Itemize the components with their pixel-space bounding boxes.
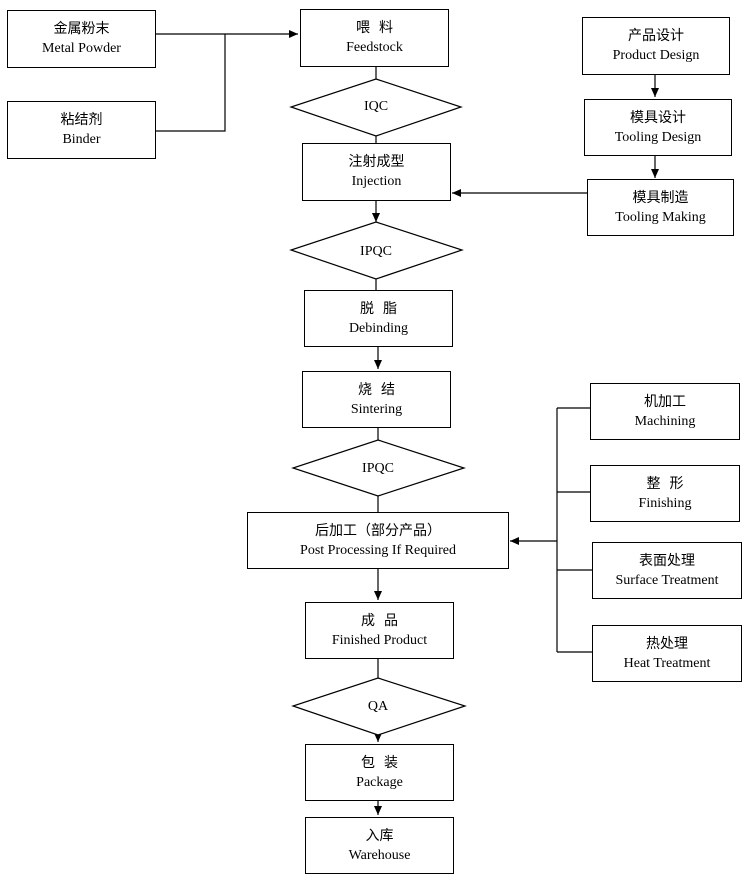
finishing-en: Finishing xyxy=(638,495,692,511)
package-box: 包 装 Package xyxy=(305,744,454,801)
tooling-making-en: Tooling Making xyxy=(615,209,706,225)
product-design-en: Product Design xyxy=(612,48,700,63)
metal-powder-box: 金属粉末 Metal Powder xyxy=(7,10,156,68)
tooling-making-box: 模具制造 Tooling Making xyxy=(587,179,734,236)
debinding-box: 脱 脂 Debinding xyxy=(304,290,453,347)
finished-product-en: Finished Product xyxy=(331,632,428,648)
binder-zh: 粘结剂 xyxy=(60,112,103,128)
injection-box: 注射成型 Injection xyxy=(302,143,451,201)
surface-treatment-box: 表面处理 Surface Treatment xyxy=(592,542,742,599)
sintering-en: Sintering xyxy=(350,401,403,417)
debinding-zh: 脱 脂 xyxy=(360,300,397,317)
debinding-en: Debinding xyxy=(348,320,409,336)
injection-zh: 注射成型 xyxy=(348,154,405,170)
finished-product-zh: 成 品 xyxy=(361,612,398,629)
finishing-zh: 整 形 xyxy=(646,475,684,492)
warehouse-en: Warehouse xyxy=(348,847,411,863)
binder-en: Binder xyxy=(62,132,101,147)
surface-treatment-en: Surface Treatment xyxy=(615,572,719,588)
injection-en: Injection xyxy=(351,174,402,189)
binder-connector xyxy=(156,34,226,132)
sintering-zh: 烧 结 xyxy=(358,381,395,398)
tooling-making-zh: 模具制造 xyxy=(632,189,689,206)
ipqc-diamond-1 xyxy=(289,221,464,280)
machining-box: 机加工 Machining xyxy=(590,383,740,440)
tooling-design-en: Tooling Design xyxy=(614,129,702,145)
post-processing-zh: 后加工（部分产品） xyxy=(315,522,441,539)
ipqc-label-2: IPQC xyxy=(362,461,394,476)
package-en: Package xyxy=(356,774,403,790)
binder-box: 粘结剂 Binder xyxy=(7,101,156,159)
package-zh: 包 装 xyxy=(361,754,398,771)
machining-zh: 机加工 xyxy=(644,393,686,410)
sintering-box: 烧 结 Sintering xyxy=(302,371,451,428)
tooling-design-zh: 模具设计 xyxy=(630,109,686,126)
heat-treatment-zh: 热处理 xyxy=(646,635,688,652)
surface-treatment-zh: 表面处理 xyxy=(639,552,695,569)
qa-diamond xyxy=(291,677,467,736)
ipqc-diamond-2 xyxy=(291,439,466,497)
finished-product-box: 成 品 Finished Product xyxy=(305,602,454,659)
tooling-design-box: 模具设计 Tooling Design xyxy=(584,99,732,156)
warehouse-box: 入库 Warehouse xyxy=(305,817,454,874)
post-processing-box: 后加工（部分产品） Post Processing If Required xyxy=(247,512,509,569)
iqc-diamond xyxy=(289,78,463,137)
heat-treatment-en: Heat Treatment xyxy=(623,655,711,671)
product-design-zh: 产品设计 xyxy=(628,28,684,44)
feedstock-box: 喂 料 Feedstock xyxy=(300,9,449,67)
feedstock-en: Feedstock xyxy=(346,40,403,55)
finishing-box: 整 形 Finishing xyxy=(590,465,740,522)
warehouse-zh: 入库 xyxy=(365,827,394,844)
metal-powder-zh: 金属粉末 xyxy=(53,21,110,37)
metal-powder-en: Metal Powder xyxy=(42,41,121,56)
product-design-box: 产品设计 Product Design xyxy=(582,17,730,75)
machining-en: Machining xyxy=(634,413,696,429)
ipqc-label-1: IPQC xyxy=(360,244,392,259)
heat-treatment-box: 热处理 Heat Treatment xyxy=(592,625,742,682)
iqc-label: IQC xyxy=(363,99,389,114)
qa-label: QA xyxy=(367,699,389,714)
feedstock-zh: 喂 料 xyxy=(356,20,393,36)
post-processing-en: Post Processing If Required xyxy=(300,542,456,558)
